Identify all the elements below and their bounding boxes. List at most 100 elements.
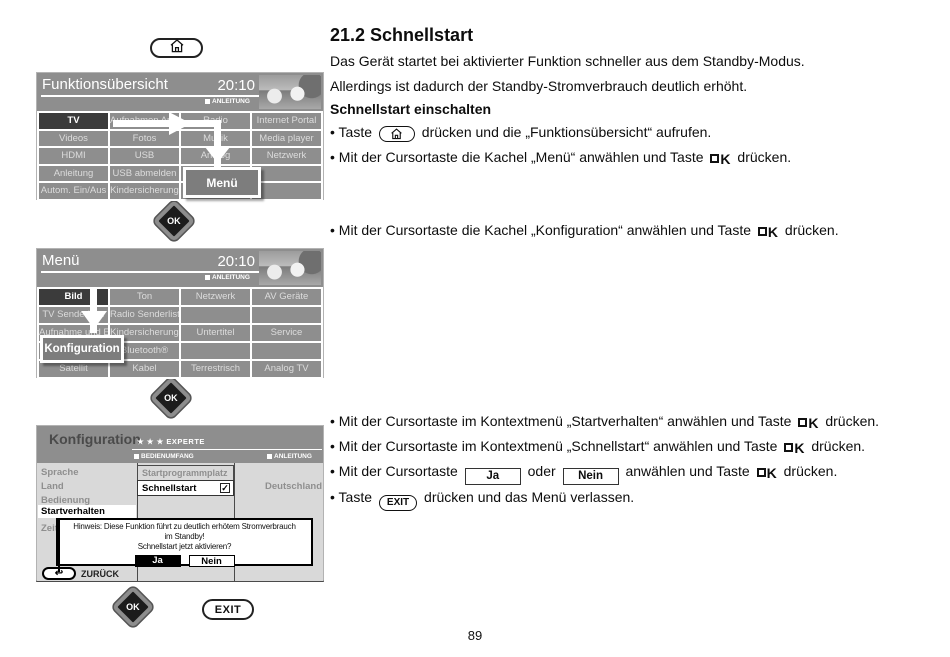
menu-tile[interactable]: HDMI bbox=[39, 148, 108, 164]
menu-tile[interactable]: Aufnahmen Archiv bbox=[110, 113, 179, 129]
menu-tile[interactable]: Terrestrisch bbox=[181, 361, 250, 377]
anleitung-badge-label: ANLEITUNG bbox=[212, 274, 250, 281]
instruction-step: Taste drücken und die „Funktionsübersich… bbox=[330, 124, 942, 142]
step-text: anwählen und Taste bbox=[625, 463, 750, 479]
ok-button-label: OK bbox=[164, 393, 178, 403]
menu-tile[interactable]: Radio Senderliste bbox=[110, 307, 179, 323]
menu-tile[interactable]: Media player bbox=[252, 130, 321, 147]
anleitung-badge: ANLEITUNG bbox=[267, 453, 312, 460]
clock: 20:10 bbox=[217, 253, 255, 270]
menu-tile[interactable]: Kindersicherung bbox=[110, 183, 179, 199]
ok-button[interactable]: OK bbox=[152, 199, 196, 243]
ok-button[interactable]: OK bbox=[149, 376, 193, 420]
home-button[interactable] bbox=[150, 38, 203, 58]
ok-key-icon: K bbox=[784, 441, 804, 455]
konfiguration-body: Sprache Land Deutschland Bedienung Start… bbox=[37, 463, 323, 581]
menu-tile[interactable]: USB abmelden bbox=[110, 165, 179, 182]
land-value: Deutschland bbox=[265, 481, 323, 492]
exit-button[interactable]: EXIT bbox=[202, 599, 254, 620]
menu-tile[interactable] bbox=[252, 307, 321, 323]
option-schnellstart[interactable]: Schnellstart ✓ bbox=[137, 480, 234, 496]
step-text: Taste bbox=[338, 124, 373, 140]
nein-button[interactable]: Nein bbox=[188, 555, 235, 567]
instruction-step: Taste EXIT drücken und das Menü verlasse… bbox=[330, 489, 942, 511]
menu-tile[interactable]: Analog bbox=[181, 148, 250, 164]
hinweis-dialog: Hinweis: Diese Funktion führt zu deutlic… bbox=[56, 518, 313, 567]
menu-tile[interactable]: USB bbox=[110, 148, 179, 164]
schnellstart-label: Schnellstart bbox=[142, 482, 197, 494]
menu-tile[interactable]: Untertitel bbox=[181, 325, 250, 341]
tile-tv[interactable]: TV bbox=[39, 113, 108, 129]
page-number: 89 bbox=[467, 628, 483, 643]
checkbox-checked-icon[interactable]: ✓ bbox=[220, 483, 230, 493]
home-icon bbox=[169, 38, 185, 58]
tile-konfiguration-highlighted[interactable]: Konfiguration bbox=[40, 335, 124, 363]
tile-menu-highlighted[interactable]: Menü bbox=[183, 167, 261, 198]
ok-key-icon: K bbox=[757, 225, 778, 239]
badge-square-icon bbox=[205, 99, 210, 104]
screen-konfiguration: Konfiguration ★ ★ ★ EXPERTE BEDIENUMFANG… bbox=[36, 425, 324, 582]
back-button-label: ZURÜCK bbox=[81, 569, 119, 579]
badge-square-icon bbox=[205, 275, 210, 280]
menu-tile[interactable]: Radio bbox=[181, 113, 250, 129]
menu-tile[interactable]: Videos bbox=[39, 130, 108, 147]
step-text: Taste bbox=[338, 489, 373, 505]
step-text: drücken. bbox=[737, 149, 792, 165]
step-text: Mit der Cursortaste die Kachel „Menü“ an… bbox=[338, 149, 704, 165]
tile-bild[interactable]: Bild bbox=[39, 289, 108, 305]
menu-tile[interactable]: Ton bbox=[110, 289, 179, 305]
ok-key-icon: K bbox=[756, 466, 777, 480]
menu-tile[interactable]: Netzwerk bbox=[252, 148, 321, 164]
menu-tile[interactable]: Fotos bbox=[110, 130, 179, 147]
screen-menue: Menü 20:10 ANLEITUNG Bild Ton Netzwerk A… bbox=[36, 248, 324, 379]
screen-header: Konfiguration ★ ★ ★ EXPERTE BEDIENUMFANG… bbox=[37, 426, 323, 463]
exit-key-icon: EXIT bbox=[378, 494, 418, 511]
menu-tile[interactable]: Musik bbox=[181, 130, 250, 147]
menu-tile[interactable] bbox=[252, 343, 321, 359]
menu-tile[interactable]: Satellit bbox=[39, 361, 108, 377]
step-text: oder bbox=[527, 463, 556, 479]
menu-item-bedienung[interactable]: Bedienung bbox=[41, 495, 91, 506]
screen-funktionsuebersicht: Funktionsübersicht 20:10 ANLEITUNG TV Au… bbox=[36, 72, 324, 201]
menu-tile[interactable]: Service bbox=[252, 325, 321, 341]
menu-item-land[interactable]: Land bbox=[41, 481, 64, 492]
instruction-step: Mit der Cursortaste im Kontextmenü „Star… bbox=[330, 413, 942, 430]
menu-tile[interactable] bbox=[181, 307, 250, 323]
option-startprogrammplatz[interactable]: Startprogrammplatz bbox=[137, 465, 234, 481]
menu-tile[interactable]: Analog TV bbox=[252, 361, 321, 377]
menu-item-zeit[interactable]: Zeit bbox=[41, 523, 58, 534]
menu-item-startverhalten-selected[interactable]: Startverhalten bbox=[38, 505, 136, 518]
screen-title: Menü bbox=[42, 252, 80, 269]
menu-tile[interactable] bbox=[252, 165, 321, 182]
menu-tile[interactable]: Kabel bbox=[110, 361, 179, 377]
dialog-line: Hinweis: Diese Funktion führt zu deutlic… bbox=[73, 522, 296, 531]
menu-tile[interactable] bbox=[252, 183, 321, 199]
paragraph: Allerdings ist dadurch der Standby-Strom… bbox=[330, 78, 748, 94]
menu-tile[interactable] bbox=[181, 343, 250, 359]
step-text: drücken. bbox=[825, 413, 880, 429]
menu-tile[interactable]: Autom. Ein/Aus bbox=[39, 183, 108, 199]
anleitung-badge-label: ANLEITUNG bbox=[212, 98, 250, 105]
badge-square-icon bbox=[134, 453, 139, 459]
step-text: drücken und die „Funktionsübersicht“ auf… bbox=[421, 124, 712, 140]
menu-item-sprache[interactable]: Sprache bbox=[41, 467, 79, 478]
step-text: drücken. bbox=[811, 438, 866, 454]
menu-tile[interactable]: Netzwerk bbox=[181, 289, 250, 305]
anleitung-badge: ANLEITUNG bbox=[205, 274, 250, 281]
back-arrow-icon: ↩ bbox=[54, 567, 64, 579]
menu-tile[interactable]: TV Senderliste bbox=[39, 307, 108, 323]
ja-button[interactable]: Ja bbox=[134, 555, 181, 567]
menu-tile[interactable]: Kindersicherung bbox=[110, 325, 179, 341]
menu-tile[interactable]: AV Geräte bbox=[252, 289, 321, 305]
menu-tile[interactable]: Bluetooth® bbox=[110, 343, 179, 359]
dialog-line: Schnellstart jetzt aktivieren? bbox=[137, 542, 232, 551]
nein-option-box: Nein bbox=[562, 468, 619, 485]
ok-button[interactable]: OK bbox=[111, 585, 155, 629]
ok-button-label: OK bbox=[126, 602, 140, 612]
header-rule bbox=[132, 448, 322, 450]
menu-tile[interactable]: Internet Portal bbox=[252, 113, 321, 129]
instruction-step: Mit der Cursortaste die Kachel „Menü“ an… bbox=[330, 149, 942, 166]
screen-title: Konfiguration bbox=[49, 431, 141, 447]
menu-tile[interactable]: Anleitung bbox=[39, 165, 108, 182]
screen-title: Funktionsübersicht bbox=[42, 76, 168, 93]
